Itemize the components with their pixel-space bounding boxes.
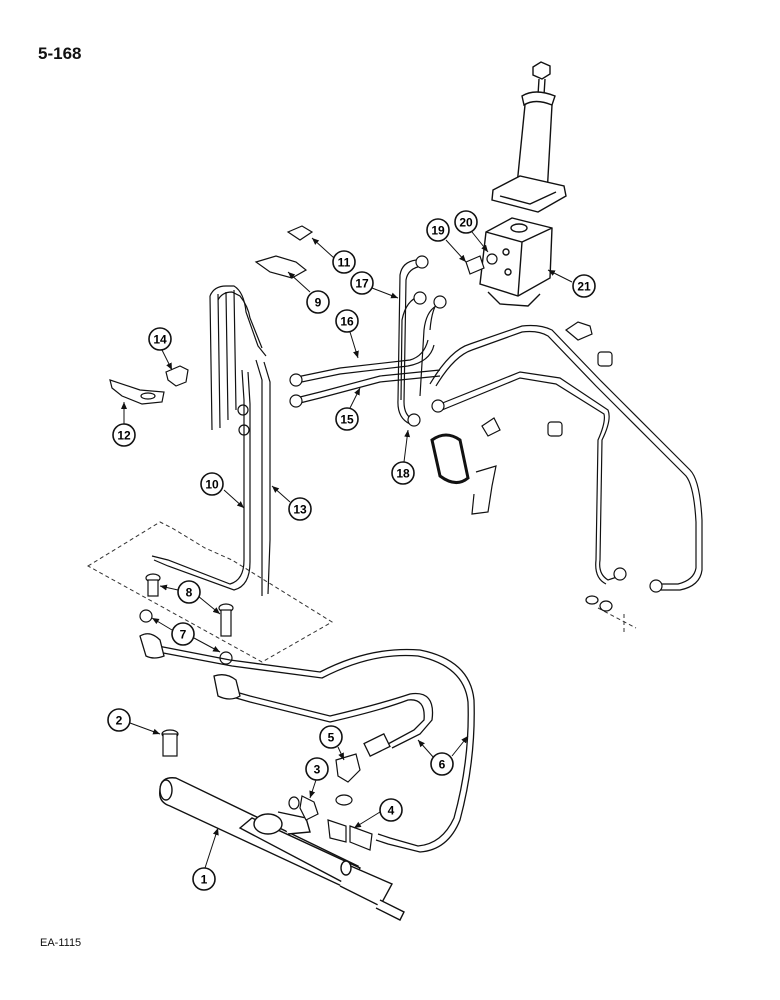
nuts-7 <box>139 609 233 665</box>
callout-label: 16 <box>340 315 354 329</box>
tube-clamps <box>109 225 613 515</box>
callout-14: 14 <box>148 327 173 371</box>
bolts-8 <box>145 573 234 637</box>
page-number: 5-168 <box>38 44 82 63</box>
callout-18: 18 <box>391 429 415 485</box>
callout-15: 15 <box>335 387 361 431</box>
callout-label: 4 <box>388 804 395 818</box>
tube-nuts <box>237 255 663 593</box>
callout-9: 9 <box>287 271 330 314</box>
mounting-plate-outline <box>87 521 333 663</box>
callout-label: 10 <box>205 478 219 492</box>
callout-label: 17 <box>355 277 369 291</box>
callout-label: 5 <box>328 731 335 745</box>
callout-19: 19 <box>426 218 467 263</box>
callout-label: 11 <box>338 256 351 270</box>
callout-label: 1 <box>201 873 208 887</box>
callout-label: 21 <box>577 280 591 294</box>
callout-21: 21 <box>547 269 596 298</box>
callout-label: 18 <box>396 467 410 481</box>
callout-label: 6 <box>439 758 446 772</box>
callout-13: 13 <box>271 485 312 521</box>
tube-10-13 <box>151 285 271 596</box>
callout-2: 2 <box>107 708 161 735</box>
callout-label: 20 <box>459 216 473 230</box>
callout-label: 2 <box>116 714 123 728</box>
callout-label: 15 <box>340 413 354 427</box>
callout-11: 11 <box>311 237 356 274</box>
hoses-6 <box>139 633 475 853</box>
fittings-3-4-5 <box>288 595 613 851</box>
valve-fitting-19-20 <box>465 253 498 275</box>
callout-8: 8 <box>159 580 221 615</box>
steering-cylinder <box>159 777 405 921</box>
callout-6: 6 <box>417 735 469 776</box>
callout-10: 10 <box>200 472 245 509</box>
callout-17: 17 <box>350 271 399 299</box>
pin-2 <box>161 729 179 757</box>
callout-5: 5 <box>319 725 345 761</box>
callout-label: 3 <box>314 763 321 777</box>
callout-label: 9 <box>315 296 322 310</box>
callout-20: 20 <box>454 210 489 253</box>
callout-1: 1 <box>192 827 219 891</box>
callout-label: 12 <box>117 429 131 443</box>
callout-3: 3 <box>305 757 329 799</box>
drawing-reference: EA-1115 <box>40 937 82 949</box>
callout-label: 8 <box>186 586 193 600</box>
callout-label: 7 <box>180 628 187 642</box>
steering-valve-block <box>479 217 553 307</box>
frame-reference-lines <box>597 607 637 635</box>
callout-12: 12 <box>112 402 136 447</box>
callout-label: 13 <box>293 503 307 517</box>
callout-4: 4 <box>353 798 403 829</box>
callout-16: 16 <box>335 309 359 359</box>
callout-label: 19 <box>431 224 445 238</box>
callout-7: 7 <box>151 617 221 653</box>
steering-column <box>491 61 567 213</box>
callout-label: 14 <box>153 333 167 347</box>
steering-tubes <box>291 259 703 591</box>
